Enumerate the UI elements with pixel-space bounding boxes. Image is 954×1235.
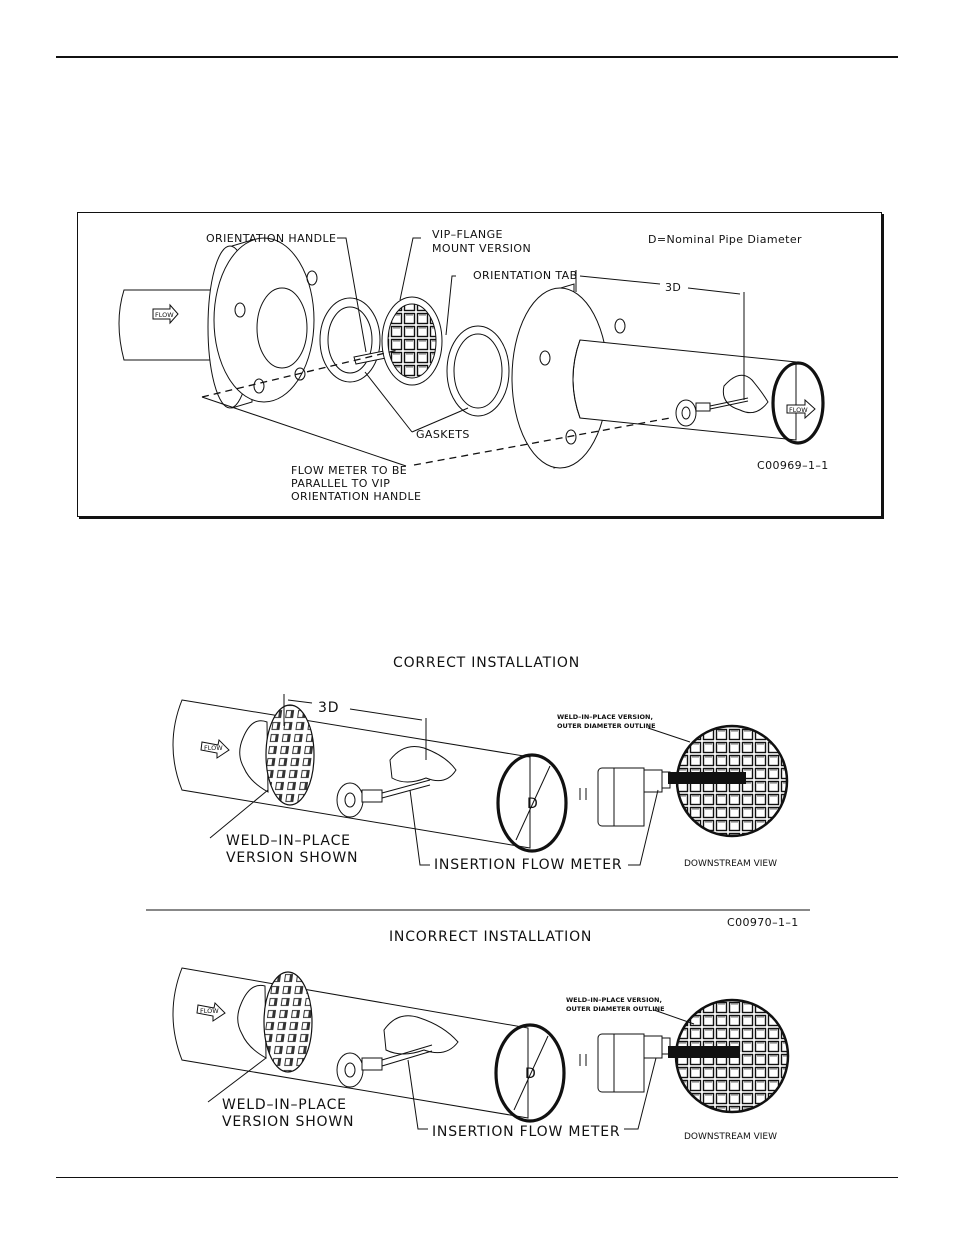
label-weld-correct-1: WELD–IN–PLACE: [226, 833, 351, 849]
label-3d-correct: 3D: [318, 700, 339, 716]
footer-rule: [56, 1177, 898, 1178]
pipe-cutaway-incorrect: [237, 984, 267, 1059]
downstream-flange: [511, 283, 626, 469]
pipe-body-incorrect: [172, 967, 529, 1119]
label-insertion-correct: INSERTION FLOW METER: [434, 857, 622, 873]
figure-1: FLOW: [118, 228, 829, 503]
gasket-downstream: [446, 325, 510, 417]
pipe-cutaway-correct: [239, 720, 269, 793]
label-outline-incorrect-1: WELD–IN–PLACE VERSION,: [566, 996, 662, 1004]
leader-lines: [201, 237, 745, 467]
meter-cutaway-correct: [389, 746, 457, 783]
label-weld-correct-2: VERSION SHOWN: [226, 850, 358, 866]
label-orientation-tab: ORIENTATION TAB: [473, 269, 578, 282]
downstream-view-correct: [668, 724, 789, 838]
label-downstream-correct: DOWNSTREAM VIEW: [684, 859, 777, 869]
dimension-3d: 3D: [283, 694, 427, 760]
label-d-incorrect: D: [525, 1066, 537, 1082]
meter-side-view-incorrect: [579, 1033, 671, 1093]
meter-cutaway-incorrect: [383, 1015, 459, 1055]
label-outline-incorrect-2: OUTER DIAMETER OUTLINE: [566, 1005, 665, 1013]
downstream-view-incorrect: [668, 998, 790, 1114]
vip-plate-incorrect: [263, 971, 313, 1073]
downstream-pipe: FLOW: [572, 339, 825, 445]
flow-arrow-incorrect: FLOW: [196, 1001, 226, 1022]
label-parallel-2: PARALLEL TO VIP: [291, 477, 390, 490]
alignment-line-lower: [413, 417, 671, 466]
incorrect-installation: FLOW D WELD–IN–PLACE VERSIO: [172, 967, 790, 1142]
pipe-bore-right: [771, 361, 825, 445]
title-incorrect-installation: INCORRECT INSTALLATION: [389, 929, 592, 945]
insertion-flow-meter-correct: [336, 779, 431, 818]
title-correct-installation: CORRECT INSTALLATION: [393, 655, 580, 671]
label-3d-fig1: 3D: [665, 281, 681, 294]
insertion-flow-meter-incorrect: [336, 1044, 433, 1088]
flow-arrow-left-label: FLOW: [155, 311, 174, 319]
label-vip-flange: VIP–FLANGE: [432, 228, 503, 241]
flow-arrow-left: FLOW: [152, 303, 179, 325]
pipe-cutaway: [722, 374, 769, 414]
figure-1-frame: [77, 212, 882, 517]
label-weld-incorrect-2: VERSION SHOWN: [222, 1114, 354, 1130]
upstream-pipe: FLOW: [118, 289, 227, 361]
flow-arrow-correct: FLOW: [200, 738, 230, 759]
header-rule: [56, 56, 898, 58]
correct-installation: FLOW D 3D: [172, 694, 789, 873]
figure-1-code: C00969–1–1: [757, 459, 829, 472]
label-outline-correct-2: OUTER DIAMETER OUTLINE: [557, 722, 656, 730]
label-outline-correct-1: WELD–IN–PLACE VERSION,: [557, 713, 653, 721]
pipe-bore-incorrect: [494, 1023, 566, 1123]
label-orientation-handle: ORIENTATION HANDLE: [206, 232, 336, 245]
upstream-flange: [207, 237, 318, 409]
flow-arrow-incorrect-label: FLOW: [200, 1007, 219, 1015]
label-weld-incorrect-1: WELD–IN–PLACE: [222, 1097, 347, 1113]
vip-plate-correct: [265, 704, 315, 806]
figure-2-code: C00970–1–1: [727, 916, 799, 929]
label-nominal-diameter: D=Nominal Pipe Diameter: [648, 233, 802, 246]
label-mount-version: MOUNT VERSION: [432, 242, 531, 255]
label-d-correct: D: [527, 796, 539, 812]
flow-arrow-right-label: FLOW: [789, 406, 808, 414]
vip-flange-plate: [381, 296, 443, 386]
meter-side-view-correct: [579, 767, 671, 827]
label-gaskets: GASKETS: [416, 428, 470, 441]
label-parallel-3: ORIENTATION HANDLE: [291, 490, 421, 503]
diameter-arrow-incorrect: [513, 1035, 549, 1111]
flow-arrow-right: FLOW: [786, 398, 816, 420]
pipe-body-correct: [172, 699, 531, 849]
alignment-line-upper: [201, 349, 399, 398]
diameter-arrow-correct: [515, 765, 551, 841]
label-parallel-1: FLOW METER TO BE: [291, 464, 407, 477]
gasket-upstream: [319, 297, 381, 383]
pipe-bore-correct: [496, 753, 568, 853]
label-downstream-incorrect: DOWNSTREAM VIEW: [684, 1132, 777, 1142]
label-insertion-incorrect: INSERTION FLOW METER: [432, 1124, 620, 1140]
insertion-flow-meter-fig1: [675, 397, 749, 427]
flow-arrow-correct-label: FLOW: [204, 744, 223, 752]
